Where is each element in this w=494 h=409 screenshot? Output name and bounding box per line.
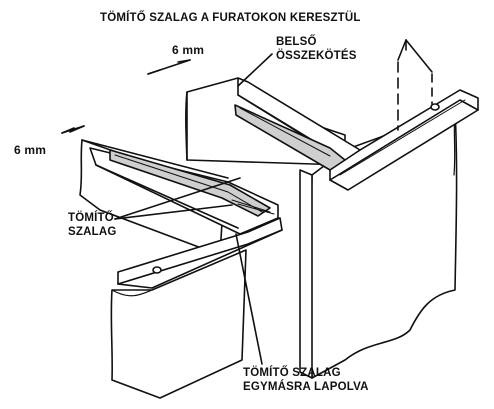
- label-sealing-tape-2: SZALAG: [68, 226, 117, 238]
- corner-post: [299, 169, 313, 379]
- label-overlap-1: TÖMÍTŐ SZALAG: [243, 367, 341, 379]
- label-inner-connection-1: BELSŐ: [276, 36, 317, 48]
- bolt-hole-right: [430, 103, 440, 111]
- label-dim-left: 6 mm: [14, 143, 47, 157]
- bolt-hole-front: [152, 266, 162, 274]
- front-wall-panel: [110, 249, 247, 399]
- label-inner-connection-2: ÖSSZEKÖTÉS: [276, 50, 357, 62]
- label-through-holes: TÖMÍTŐ SZALAG A FURATOKON KERESZTÜL: [100, 12, 361, 24]
- label-overlap-2: EGYMÁSRA LAPOLVA: [243, 381, 369, 393]
- label-sealing-tape-1: TÖMÍTŐ: [68, 212, 114, 224]
- label-dim-top: 6 mm: [172, 43, 205, 57]
- tape-strip-upper: [234, 104, 346, 171]
- upper-left-channel: [237, 77, 361, 161]
